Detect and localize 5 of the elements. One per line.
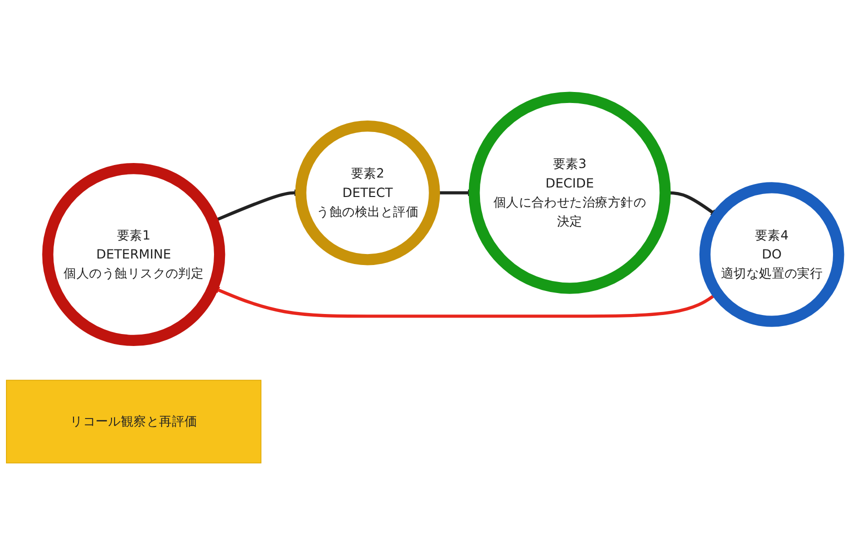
node-circle: 要素4 DO 適切な処置の実行 [699,182,844,327]
node-circle: 要素3 DECIDE 個人に合わせた治療方針の決定 [468,92,671,294]
node-box: リコール観察と再評価 [6,380,262,464]
node-circle: 要素1 DETERMINE 個人のう蝕リスクの判定 [42,162,226,346]
node-circle: 要素2 DETECT う蝕の検出と評価 [295,120,440,266]
